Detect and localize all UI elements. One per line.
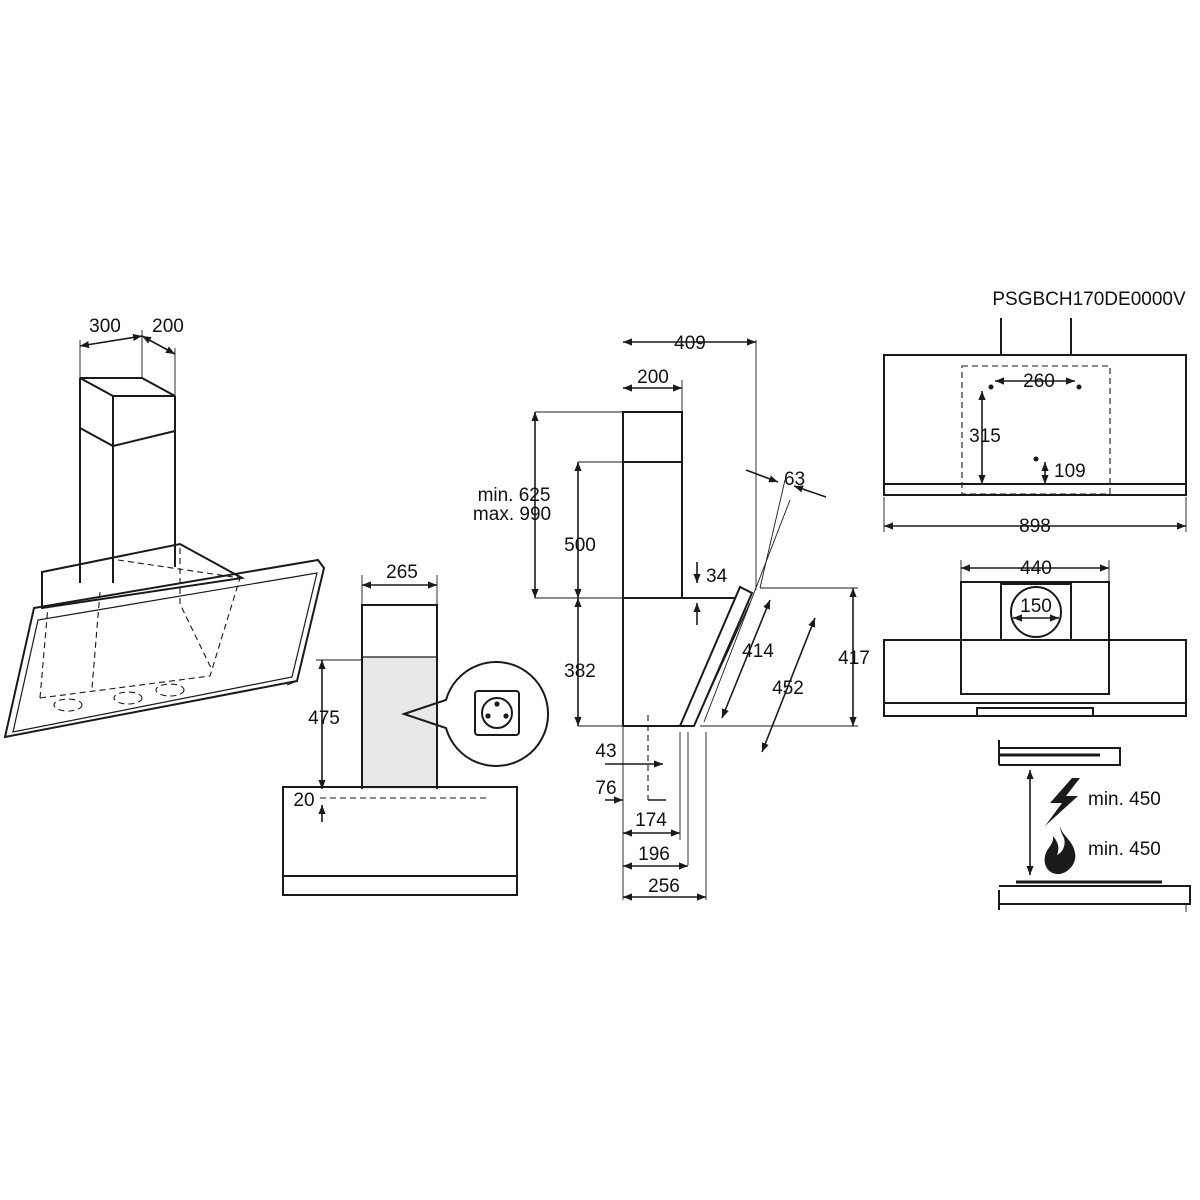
chimney-edges xyxy=(79,378,176,583)
clearance-view: min. 450 min. 450 xyxy=(998,740,1191,912)
dim-panel-height: 417 xyxy=(838,648,870,669)
glass-panel xyxy=(3,558,326,739)
duct-circle xyxy=(1010,586,1062,638)
dim-depth-196: 196 xyxy=(638,844,670,865)
socket-callout xyxy=(400,661,550,767)
dim-front-chimney-width: 440 xyxy=(1020,558,1052,579)
dim-depth-174: 174 xyxy=(635,810,667,831)
clearance-electric-label: min. 450 xyxy=(1088,789,1161,810)
clearance-hood xyxy=(999,747,1121,766)
dim-bracket-spacing: 260 xyxy=(1023,371,1055,392)
dim-inner-chimney: 500 xyxy=(564,535,596,556)
socket-hood-front xyxy=(282,786,518,896)
socket-view: 265 475 20 xyxy=(282,562,550,896)
dim-offset-76: 76 xyxy=(595,778,616,799)
dim-depth-256: 256 xyxy=(648,876,680,897)
dim-bracket-offset: 109 xyxy=(1054,461,1086,482)
side-view: 409 200 min. 625 max. 990 500 382 34 63 … xyxy=(473,333,870,901)
dim-glass-outer: 452 xyxy=(772,678,804,699)
socket-chimney xyxy=(361,604,438,789)
dim-side-chimney-depth: 200 xyxy=(637,367,669,388)
chimney-top xyxy=(79,377,176,397)
front-view: 440 150 xyxy=(883,558,1187,717)
front-lower-strip xyxy=(976,707,1094,717)
top-bracket-zone xyxy=(961,365,1111,495)
lightning-icon xyxy=(1045,778,1080,826)
dim-glass-thickness: 63 xyxy=(784,469,805,490)
dim-lower-height: 382 xyxy=(564,661,596,682)
flame-icon xyxy=(1044,826,1076,875)
dim-bracket-height: 315 xyxy=(969,426,1001,447)
clearance-gas-label: min. 450 xyxy=(1088,839,1161,860)
dim-offset-43: 43 xyxy=(595,741,616,762)
model-code: PSGBCH170DE0000V xyxy=(992,289,1186,310)
dim-socket-offset: 20 xyxy=(293,790,314,811)
dim-height-max: max. 990 xyxy=(473,504,551,525)
dim-line-300 xyxy=(79,333,143,349)
chimney-joint xyxy=(79,427,176,448)
top-view: PSGBCH170DE0000V 260 315 109 898 xyxy=(883,289,1187,537)
dim-height-min: min. 625 xyxy=(478,485,551,506)
dim-socket-chimney-width: 265 xyxy=(386,562,418,583)
socket-icon xyxy=(474,690,520,736)
dim-chimney-width: 300 xyxy=(89,316,121,337)
hood-body xyxy=(41,542,246,610)
dim-canopy-gap: 34 xyxy=(706,566,728,587)
socket-zone xyxy=(362,657,436,789)
dim-top-width: 898 xyxy=(1019,516,1051,537)
dim-duct-diameter: 150 xyxy=(1020,596,1052,617)
perspective-view: 300 200 xyxy=(3,316,326,739)
dim-chimney-depth: 200 xyxy=(152,316,184,337)
clearance-cooktop xyxy=(999,885,1191,905)
dim-glass-inner: 414 xyxy=(742,641,774,662)
dim-line-200 xyxy=(141,335,176,355)
dim-socket-height: 475 xyxy=(308,708,340,729)
top-hood-outline xyxy=(883,354,1187,496)
dim-overall-depth: 409 xyxy=(674,333,706,354)
